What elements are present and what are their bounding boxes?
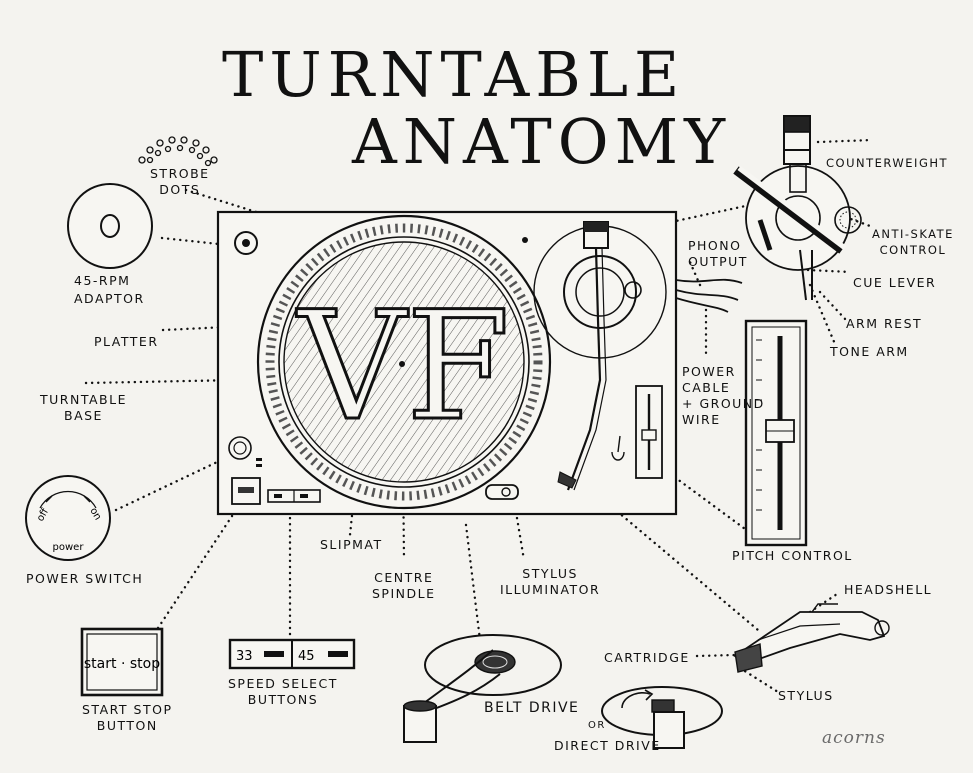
speed-45-text: 45 (298, 649, 315, 664)
label-platter: PLATTER (94, 334, 159, 349)
mount-dot (522, 237, 528, 243)
speed-buttons-small (267, 489, 321, 503)
label-strobe-dots: STROBE DOTS (150, 166, 210, 197)
label-cartridge: CARTRIDGE (604, 650, 690, 665)
label-anti-skate: ANTI-SKATE CONTROL (872, 227, 954, 257)
adaptor-hole (234, 231, 258, 255)
speed-select-detail: 33 45 (228, 638, 356, 670)
direct-drive-detail (601, 686, 723, 749)
label-centre-spindle: CENTRE SPINDLE (372, 570, 436, 601)
label-phono-output: PHONO OUTPUT (688, 238, 748, 269)
label-belt-drive: BELT DRIVE (484, 700, 580, 716)
pitch-slider-small (635, 385, 663, 479)
strobe-dots-detail (138, 136, 218, 167)
label-adaptor: 45-RPM ADAPTOR (74, 273, 145, 306)
label-tone-arm: TONE ARM (830, 344, 909, 359)
label-or: OR (588, 720, 606, 731)
label-stylus: STYLUS (778, 688, 834, 703)
power-switch-detail: off on power (25, 475, 111, 561)
title-line-1: TURNTABLE (222, 38, 686, 111)
label-pitch-control: PITCH CONTROL (732, 548, 853, 563)
adaptor-detail (67, 183, 153, 269)
label-slipmat: SLIPMAT (320, 537, 383, 552)
vf-logo-text: VF (296, 280, 510, 454)
label-counterweight: COUNTERWEIGHT (826, 156, 949, 170)
label-power-cable: POWER CABLE + GROUND WIRE (682, 364, 765, 427)
power-word-text: power (53, 542, 85, 553)
speed-33-text: 33 (236, 649, 253, 664)
vf-logo: VF (294, 279, 511, 456)
start-stop-button-text: start · stop (84, 656, 160, 672)
label-arm-rest: ARM REST (846, 316, 923, 331)
stylus-illuminator-small (485, 484, 519, 500)
label-speed-select: SPEED SELECT BUTTONS (228, 676, 338, 707)
power-knob (228, 436, 262, 467)
start-stop-button-detail: start · stop (80, 627, 164, 697)
centre-spindle (399, 361, 405, 367)
pitch-control-detail (744, 319, 808, 547)
belt-drive-detail (403, 634, 562, 743)
label-power-switch: POWER SWITCH (26, 571, 144, 586)
artist-signature: acorns (822, 728, 886, 748)
label-stylus-illuminator: STYLUS ILLUMINATOR (500, 566, 601, 597)
label-turntable-base: TURNTABLE BASE (40, 392, 127, 423)
label-direct-drive: DIRECT DRIVE (554, 738, 661, 753)
label-headshell: HEADSHELL (844, 582, 933, 597)
tonearm-assembly (533, 221, 667, 491)
label-cue-lever: CUE LEVER (853, 275, 937, 290)
title-line-2: ANATOMY (352, 105, 732, 178)
power-on-text: on (87, 506, 103, 522)
tonearm-detail (733, 115, 862, 301)
start-stop-small (231, 477, 261, 505)
label-start-stop-button: START STOP BUTTON (82, 702, 173, 733)
headshell-detail (733, 603, 890, 673)
cables (675, 278, 743, 313)
